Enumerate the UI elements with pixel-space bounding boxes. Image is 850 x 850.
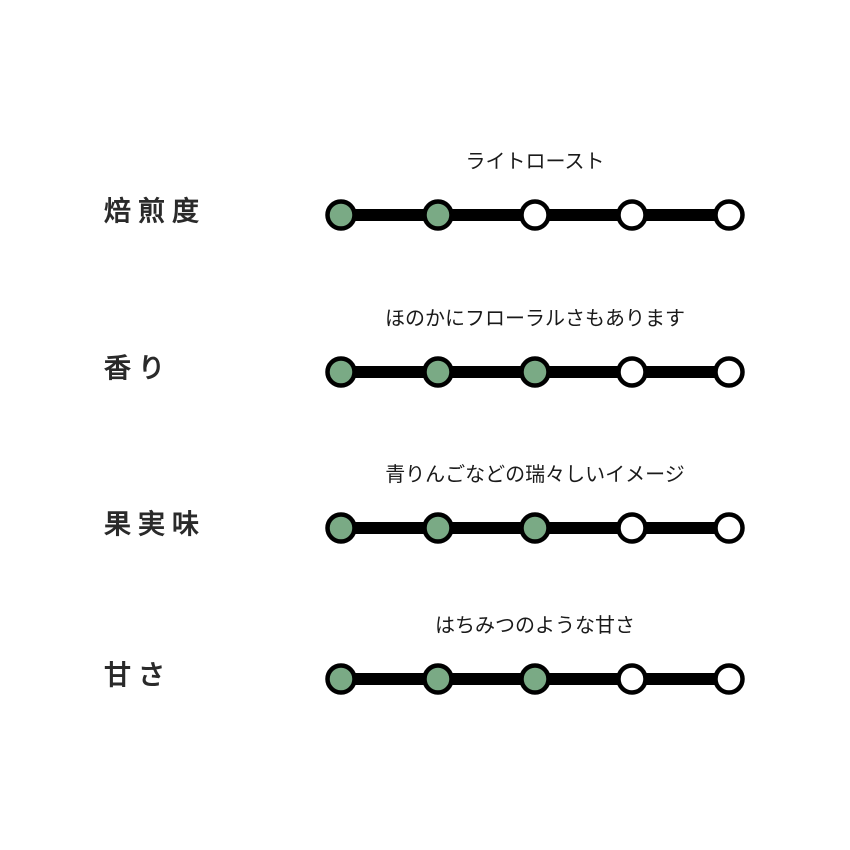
scale-dot-filled xyxy=(519,663,551,695)
scale-dot-filled xyxy=(325,512,357,544)
rating-scale xyxy=(325,663,745,695)
profile-row-aroma: ほのかにフローラルさもあります 香り xyxy=(0,305,850,415)
row-description: ライトロースト xyxy=(465,149,605,173)
rating-scale xyxy=(325,356,745,388)
scale-dot-filled xyxy=(325,663,357,695)
scale-dot-filled xyxy=(422,512,454,544)
scale-dot-empty xyxy=(713,199,745,231)
profile-row-roast: ライトロースト 焙煎度 xyxy=(0,148,850,258)
scale-dot-filled xyxy=(519,512,551,544)
rating-scale xyxy=(325,512,745,544)
row-label: 果実味 xyxy=(104,509,206,541)
row-label: 香り xyxy=(104,353,172,385)
profile-row-fruitiness: 青りんごなどの瑞々しいイメージ 果実味 xyxy=(0,461,850,571)
row-description: はちみつのような甘さ xyxy=(435,613,635,637)
scale-dot-empty xyxy=(616,663,648,695)
scale-dot-empty xyxy=(616,356,648,388)
scale-dot-filled xyxy=(422,663,454,695)
row-label: 甘さ xyxy=(104,660,172,692)
scale-dot-filled xyxy=(325,356,357,388)
scale-dot-empty xyxy=(519,199,551,231)
profile-row-sweetness: はちみつのような甘さ 甘さ xyxy=(0,612,850,722)
scale-dot-empty xyxy=(713,512,745,544)
rating-scale xyxy=(325,199,745,231)
scale-dot-empty xyxy=(713,356,745,388)
scale-dot-empty xyxy=(713,663,745,695)
scale-dot-empty xyxy=(616,199,648,231)
scale-dot-filled xyxy=(325,199,357,231)
scale-dot-filled xyxy=(422,356,454,388)
scale-dot-empty xyxy=(616,512,648,544)
row-label: 焙煎度 xyxy=(104,196,206,228)
row-description: ほのかにフローラルさもあります xyxy=(385,306,685,330)
scale-dot-filled xyxy=(422,199,454,231)
scale-dot-filled xyxy=(519,356,551,388)
row-description: 青りんごなどの瑞々しいイメージ xyxy=(385,462,685,486)
